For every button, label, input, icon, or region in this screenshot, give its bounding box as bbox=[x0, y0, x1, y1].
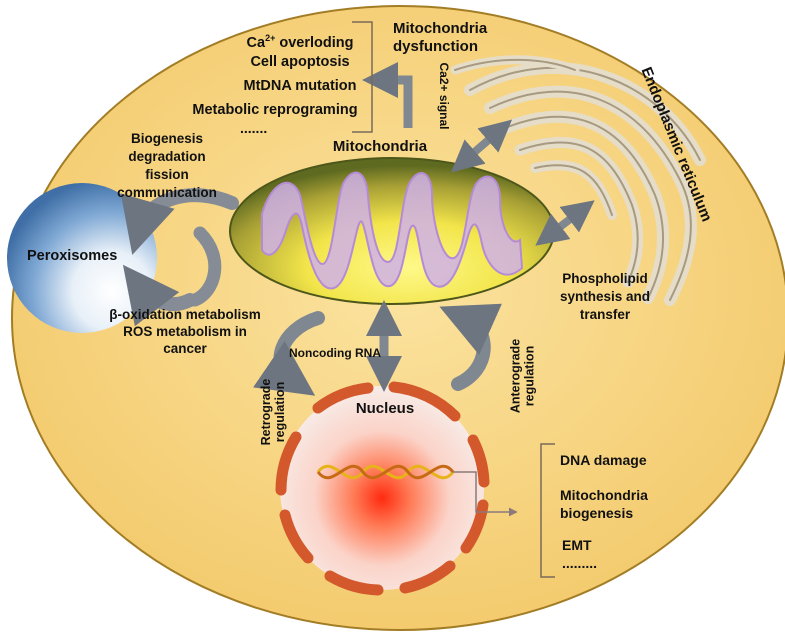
peroxisome-mito-arrows bbox=[120, 188, 239, 327]
mito-biogenesis: Mitochondria biogenesis bbox=[560, 486, 648, 522]
outcome-bracket bbox=[540, 443, 555, 578]
ca-overloading-rest: overloding bbox=[275, 34, 354, 51]
anterograde-line2: regulation bbox=[522, 345, 537, 407]
retrograde-line2: regulation bbox=[273, 381, 287, 443]
ca-overloading-sup: 2+ bbox=[265, 33, 276, 43]
nucleus-shape bbox=[280, 386, 484, 590]
mito-biogenesis-line2: biogenesis bbox=[560, 505, 634, 521]
retrograde-line1: Retrograde bbox=[259, 378, 273, 446]
mito-dynamics-list: Biogenesis degradation fission communica… bbox=[102, 130, 232, 202]
degradation: degradation bbox=[128, 149, 206, 164]
anterograde-line1: Anterograde bbox=[508, 338, 523, 414]
mito-er-arrow-right bbox=[535, 200, 595, 246]
dna-damage: DNA damage bbox=[560, 452, 647, 468]
ros-metabolism: ROS metabolism in bbox=[123, 324, 247, 339]
peroxisomes-label: Peroxisomes bbox=[27, 248, 118, 264]
dots-top: ....... bbox=[240, 120, 268, 136]
beta-oxidation: β-oxidation metabolism bbox=[109, 307, 261, 322]
cancer: cancer bbox=[163, 341, 207, 356]
mitochondrion-cristae bbox=[261, 171, 524, 290]
noncoding-rna-label: Noncoding RNA bbox=[289, 346, 381, 360]
ca2-signal-label: Ca2+ signal bbox=[437, 62, 451, 130]
ca2-signal-arrow bbox=[362, 62, 413, 128]
retrograde-label: Retrograde regulation bbox=[259, 367, 287, 457]
mitochondria-label: Mitochondria bbox=[332, 138, 428, 155]
anterograde-label: Anterograde regulation bbox=[509, 329, 537, 424]
phospholipid-label: Phospholipid synthesis and transfer bbox=[545, 270, 665, 324]
peroxisome-shape bbox=[7, 183, 157, 333]
mito-dysfunction-title: Mitochondria dysfunction bbox=[393, 20, 487, 56]
dots-bottom: ......... bbox=[562, 555, 598, 571]
peroxisome-functions: β-oxidation metabolism ROS metabolism in… bbox=[100, 306, 270, 357]
endoplasmic-reticulum-shape bbox=[450, 55, 706, 306]
phospholipid-line3: transfer bbox=[579, 307, 631, 322]
mtdna-mutation: MtDNA mutation bbox=[243, 78, 357, 94]
retrograde-arrow bbox=[253, 311, 325, 396]
biogenesis: Biogenesis bbox=[130, 131, 204, 146]
mito-dysfunction-line1: Mitochondria bbox=[393, 20, 488, 37]
dysfunction-bracket bbox=[352, 21, 373, 133]
phospholipid-line2: synthesis and bbox=[559, 289, 651, 304]
nucleus-label: Nucleus bbox=[355, 400, 415, 417]
ca-overloading-base: Ca bbox=[246, 34, 266, 51]
anterograde-arrow bbox=[439, 303, 502, 391]
fission: fission bbox=[145, 167, 189, 182]
emt: EMT bbox=[562, 537, 592, 553]
communication: communication bbox=[117, 185, 217, 200]
metabolic-reprogramming: Metabolic reprograming bbox=[192, 102, 358, 118]
mito-biogenesis-line1: Mitochondria bbox=[560, 487, 648, 503]
phospholipid-line1: Phospholipid bbox=[562, 271, 648, 286]
cell-apoptosis: Cell apoptosis bbox=[250, 54, 350, 70]
mito-er-arrow-top bbox=[450, 119, 513, 173]
ca-overloading: Ca2+ overloding bbox=[230, 30, 370, 52]
dna-connector bbox=[453, 471, 518, 517]
mito-dysfunction-line2: dysfunction bbox=[393, 38, 478, 55]
dna-helix bbox=[316, 464, 455, 480]
